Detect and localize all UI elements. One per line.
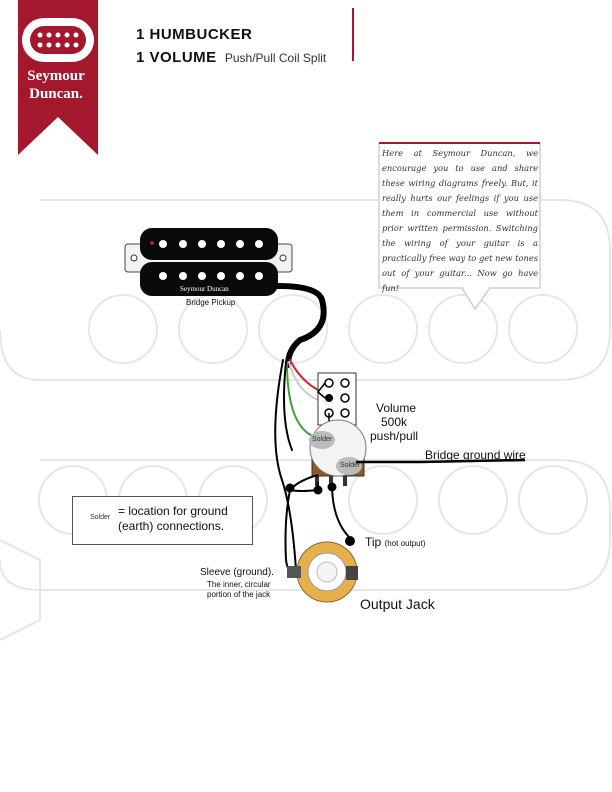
tip-label-text: Tip — [365, 535, 382, 549]
tip-label: Tip (hot output) — [365, 535, 426, 549]
pot-label-value: 500k — [381, 415, 408, 429]
sleeve-sub1: The inner, circular — [207, 580, 271, 589]
bridge-ground-wire — [356, 458, 526, 464]
sleeve-sub2: portion of the jack — [207, 590, 271, 599]
legend-solder-label: Solder — [90, 514, 111, 521]
sleeve-label: Sleeve (ground). — [200, 567, 274, 578]
output-jack-label: Output Jack — [360, 596, 435, 612]
solder-point-2: Solder — [340, 462, 361, 469]
logo-word-duncan: Duncan. — [29, 86, 83, 102]
humbucker-pickup — [124, 228, 293, 296]
pickup-cable — [274, 283, 327, 571]
tip-label-sub: (hot output) — [384, 539, 426, 548]
diagram-title-line2: 1 VOLUME Push/Pull Coil Split — [136, 49, 326, 66]
pot-label-type: push/pull — [370, 429, 419, 443]
solder-point-1: Solder — [312, 436, 333, 443]
note-bubble — [378, 142, 541, 311]
brand-logo-banner — [18, 0, 98, 155]
bridge-ground-label: Bridge ground wire — [425, 448, 526, 462]
legend-box — [72, 496, 253, 545]
usage-note: Here at Seymour Duncan, we encourage you… — [382, 148, 538, 293]
push-pull-switch — [316, 372, 357, 432]
pot-label-volume: Volume — [376, 401, 417, 415]
output-jack-graphic — [287, 541, 358, 603]
logo-word-seymour: Seymour — [27, 68, 85, 84]
diagram-title-line1: 1 HUMBUCKER — [136, 26, 253, 43]
title-subtitle: Push/Pull Coil Split — [224, 51, 327, 65]
pickup-label: Bridge Pickup — [186, 298, 236, 307]
jack-wires — [284, 474, 355, 576]
title-volume: 1 VOLUME — [136, 49, 217, 66]
pickup-brand: Seymour Duncan — [180, 285, 229, 293]
title-divider — [352, 8, 354, 61]
volume-pot — [309, 419, 367, 486]
legend-text: = location for ground (earth) connection… — [118, 504, 228, 533]
